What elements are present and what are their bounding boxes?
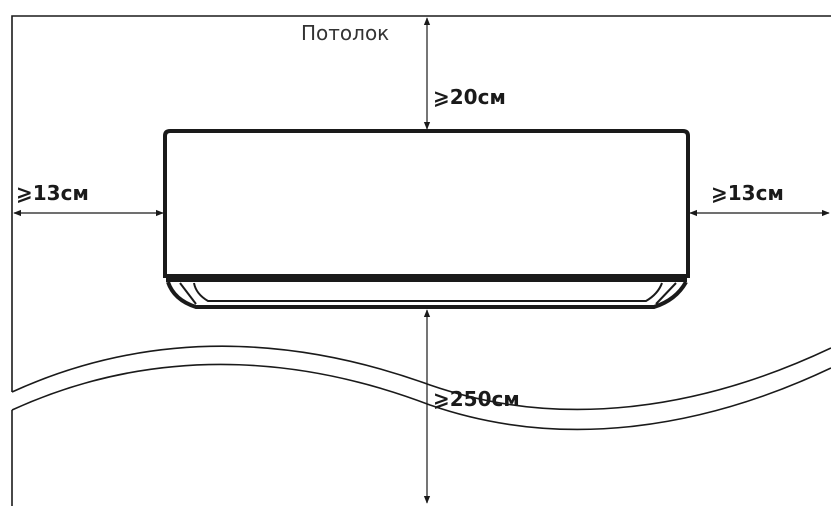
wall-break-line-upper: [11, 345, 831, 411]
ceiling-label: Потолок: [301, 21, 389, 45]
indoor-unit-louver-inner: [193, 282, 663, 302]
top-clearance-label: ⩾20см: [433, 85, 506, 109]
right-clearance-label: ⩾13см: [711, 181, 784, 205]
indoor-unit-body: [163, 129, 690, 278]
indoor-unit-louver: [166, 280, 688, 309]
wall-outline: [11, 15, 831, 392]
indoor-unit-louver-left-edge: [179, 282, 197, 305]
left-clearance-label: ⩾13см: [16, 181, 89, 205]
indoor-unit-louver-right-edge: [655, 282, 677, 305]
indoor-unit-bottom-band: [166, 276, 687, 282]
indoor-unit: [163, 129, 690, 309]
wall-break-line-lower: [11, 363, 831, 431]
floor-clearance-label: ⩾250см: [433, 387, 520, 411]
